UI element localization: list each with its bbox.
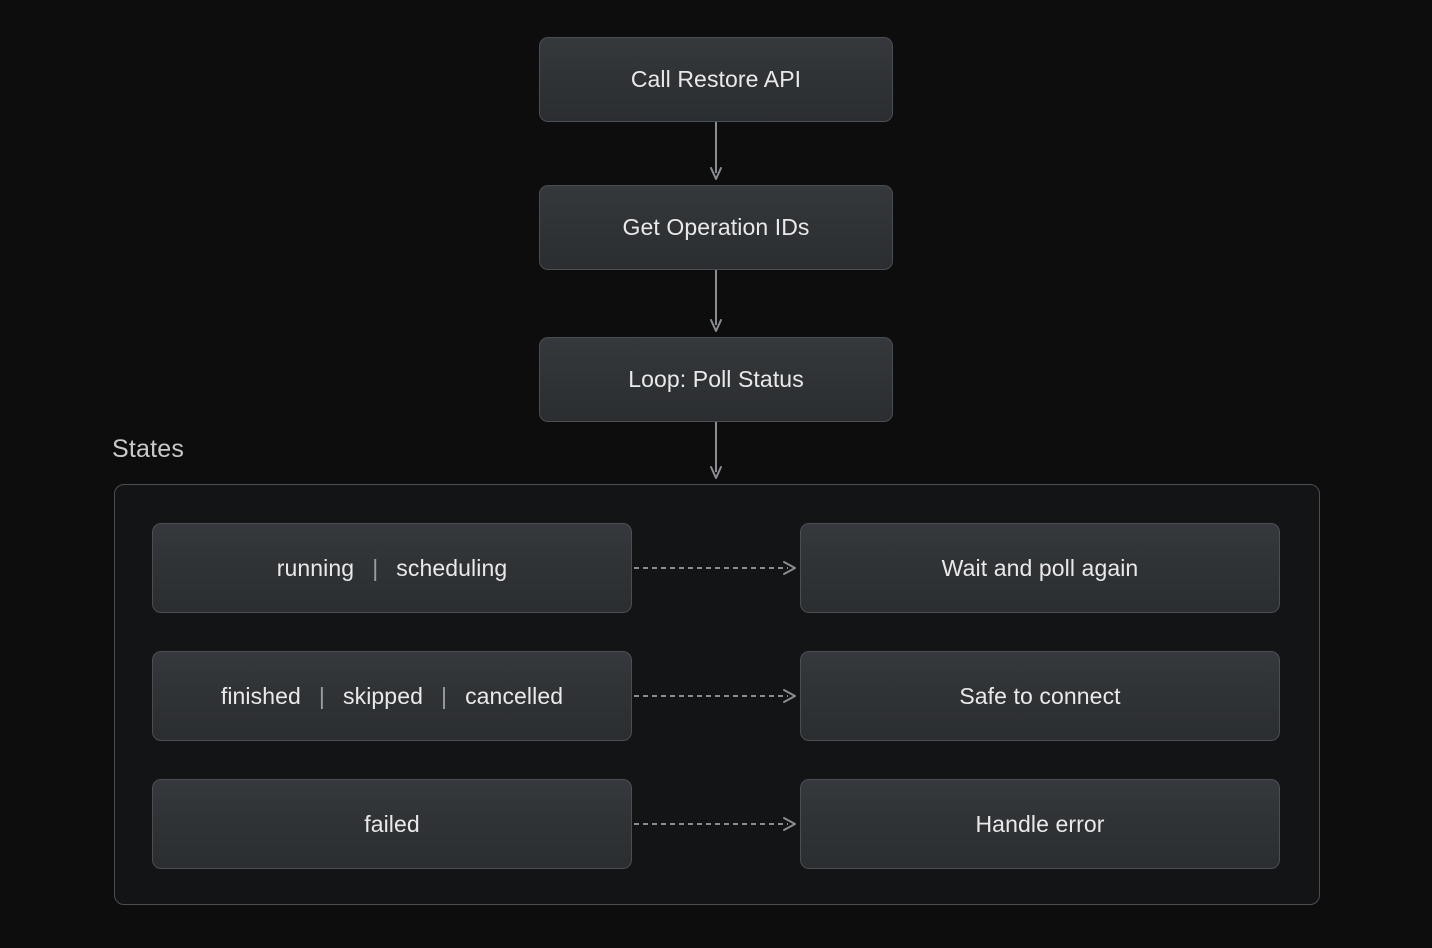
node-call-restore-api[interactable]: Call Restore API — [539, 37, 893, 122]
node-handle-error[interactable]: Handle error — [800, 779, 1280, 869]
node-label: Safe to connect — [959, 682, 1121, 709]
node-wait-and-poll-again[interactable]: Wait and poll again — [800, 523, 1280, 613]
node-label: Wait and poll again — [941, 554, 1139, 581]
node-label: Loop: Poll Status — [628, 366, 804, 392]
state-token: running — [276, 554, 355, 581]
state-token: scheduling — [396, 554, 508, 581]
edge-loop-poll-status-to-states — [710, 422, 722, 479]
token-separator: | — [372, 554, 379, 581]
node-get-operation-ids[interactable]: Get Operation IDs — [539, 185, 893, 270]
edge-failed-to-handle-error — [634, 817, 796, 831]
state-token: skipped — [343, 682, 423, 709]
token-separator: | — [318, 682, 325, 709]
edge-finished-skipped-cancelled-to-safe-to-connect — [634, 689, 796, 703]
node-state-finished-skipped-cancelled[interactable]: finished | skipped | cancelled — [152, 651, 632, 741]
state-token: finished — [220, 682, 301, 709]
state-token: failed — [364, 810, 420, 837]
node-label: Call Restore API — [630, 66, 802, 92]
edge-running-scheduling-to-wait-and-poll-again — [634, 561, 796, 575]
subgraph-title-states: States — [112, 435, 185, 463]
node-safe-to-connect[interactable]: Safe to connect — [800, 651, 1280, 741]
edge-call-restore-to-get-operation-ids — [710, 122, 722, 180]
node-loop-poll-status[interactable]: Loop: Poll Status — [539, 337, 893, 422]
token-separator: | — [440, 682, 448, 709]
node-label: Get Operation IDs — [622, 214, 810, 240]
node-state-failed[interactable]: failed — [152, 779, 632, 869]
state-token: cancelled — [465, 682, 564, 709]
node-label: Handle error — [975, 810, 1105, 837]
node-state-running-scheduling[interactable]: running | scheduling — [152, 523, 632, 613]
edge-get-operation-ids-to-loop-poll-status — [710, 270, 722, 332]
